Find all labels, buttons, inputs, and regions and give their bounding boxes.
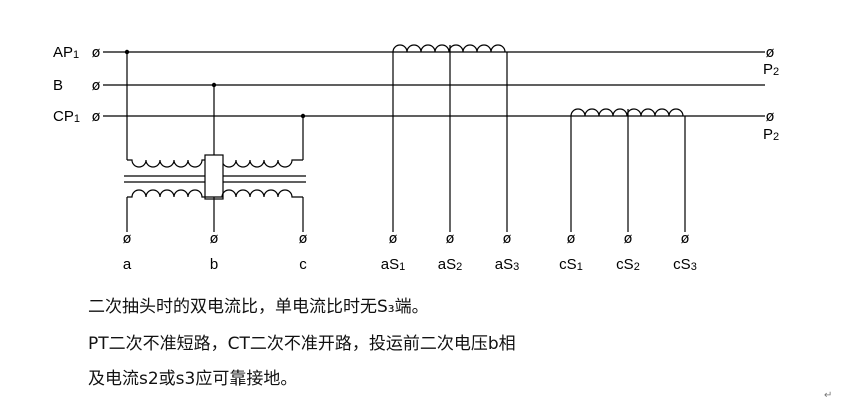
- label-p2-top: P2: [763, 61, 779, 78]
- terminal-symbol: ø: [681, 231, 690, 247]
- terminal-label-cs3: cS3: [673, 256, 697, 273]
- pt-core: [124, 154, 306, 200]
- terminal-label-cs2: cS2: [616, 256, 640, 273]
- wiring-diagram: AP1 B CP1 P2 P2 ø ø ø ø ø ø ø ø ø ø ø ø …: [53, 44, 779, 273]
- pt-primary-coil-left: [127, 159, 214, 168]
- junction-dot: [211, 82, 217, 88]
- terminal-label-as1: aS1: [381, 256, 405, 273]
- terminal-label-as3: aS3: [495, 256, 519, 273]
- terminal-symbol: ø: [446, 231, 455, 247]
- terminal-label-c: c: [299, 256, 307, 273]
- terminal-label-cs1: cS1: [559, 256, 583, 273]
- ct-a-coil: [392, 44, 506, 53]
- label-p2-bottom: P2: [763, 126, 779, 143]
- junction-dot: [300, 113, 306, 119]
- pt-secondary-coil-right: [214, 189, 303, 198]
- note-line-1: 二次抽头时的双电流比，单电流比时无S₃端。: [88, 297, 429, 317]
- terminal-label-b: b: [210, 256, 218, 273]
- terminal-symbol: ø: [567, 231, 576, 247]
- label-b: B: [53, 77, 63, 94]
- terminal-symbol: ø: [92, 109, 101, 125]
- terminal-label-a: a: [123, 256, 132, 273]
- ct-c-coil: [570, 108, 684, 117]
- terminal-symbol: ø: [210, 231, 219, 247]
- terminal-symbol: ø: [503, 231, 512, 247]
- note-line-2: PT二次不准短路，CT二次不准开路，投运前二次电压b相: [88, 334, 516, 354]
- terminal-symbol: ø: [624, 231, 633, 247]
- pt-secondary-coil-left: [127, 189, 214, 198]
- paragraph-mark: ↵: [824, 390, 833, 401]
- junction-dot: [124, 49, 130, 55]
- terminal-symbol: ø: [123, 231, 132, 247]
- terminal-symbol: ø: [766, 45, 775, 61]
- terminal-symbol: ø: [299, 231, 308, 247]
- terminal-symbol: ø: [389, 231, 398, 247]
- note-line-3: 及电流s2或s3应可靠接地。: [88, 369, 298, 389]
- label-cp1: CP1: [53, 108, 80, 125]
- label-ap1: AP1: [53, 44, 79, 61]
- terminal-symbol: ø: [766, 109, 775, 125]
- pt-primary-coil-right: [214, 159, 303, 168]
- terminal-symbol: ø: [92, 45, 101, 61]
- terminal-symbol: ø: [92, 78, 101, 94]
- terminal-label-as2: aS2: [438, 256, 462, 273]
